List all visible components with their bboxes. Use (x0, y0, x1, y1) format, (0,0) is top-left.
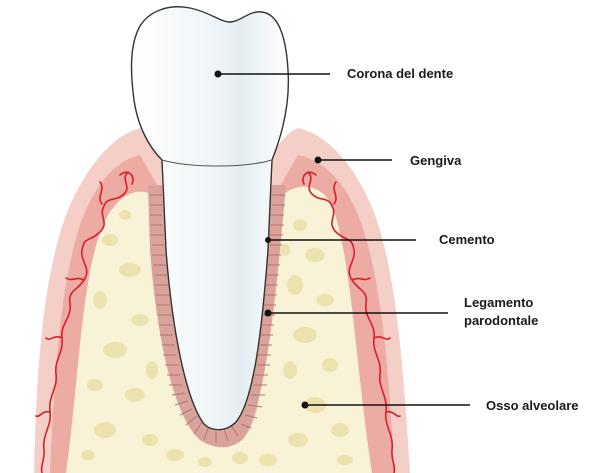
leader-dots (214, 70, 322, 409)
tooth (130, 6, 290, 431)
ligament-fibers (150, 194, 285, 443)
label-crown: Corona del dente (347, 66, 454, 81)
label-alveolar-bone: Osso alveolare (486, 398, 579, 413)
label-gum: Gengiva (410, 153, 462, 168)
leader-lines (218, 73, 470, 406)
bone-pores (81, 210, 353, 467)
alveolar-bone (66, 186, 372, 473)
cemento-enamel-junction (161, 159, 273, 167)
label-cementum: Cemento (439, 232, 495, 247)
label-ligament-line2: parodontale (464, 313, 539, 328)
label-ligament-line1: Legamento (464, 295, 534, 310)
label-periodontal-ligament: Legamento parodontale (464, 294, 538, 330)
blood-vessels (35, 171, 401, 473)
